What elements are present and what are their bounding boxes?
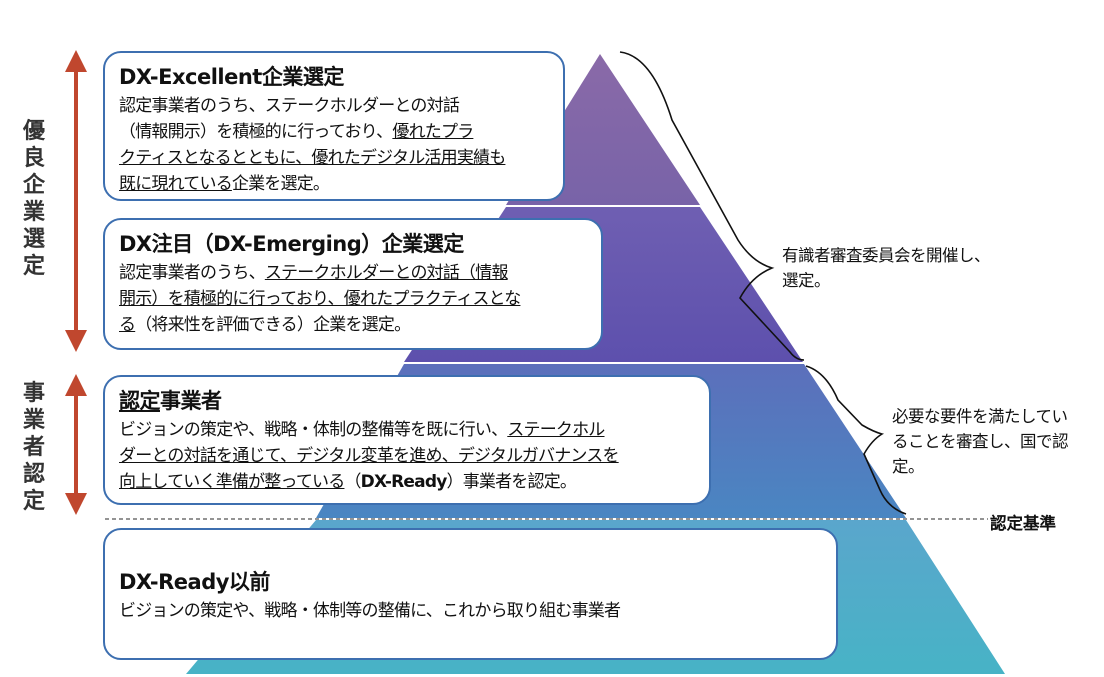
text-segment: （ (344, 472, 361, 492)
text-segment: る (119, 315, 136, 335)
description-line: 既に現れている企業を選定。 (119, 171, 549, 197)
text-segment: ）事業者を認定。 (446, 472, 577, 492)
text-segment: （情報開示）を積極的に行っており、 (119, 122, 393, 142)
text-segment: DX-Ready (360, 472, 448, 492)
box-title: 認定事業者 (119, 385, 695, 415)
threshold-label: 認定基準 (990, 514, 1056, 533)
brace-upper (619, 51, 805, 361)
box-dx-emerging: DX注目（DX-Emerging）企業選定 認定事業者のうち、ステークホルダーと… (103, 218, 603, 350)
description-line: ビジョンの策定や、戦略・体制等の整備に、これから取り組む事業者 (119, 598, 822, 624)
side-note-line: ることを審査し、国で認 (892, 432, 1069, 451)
side-note-upper: 有識者審査委員会を開催し、 選定。 (782, 243, 991, 293)
box-title: DX-Excellent企業選定 (119, 65, 344, 89)
text-segment: ステークホル (507, 420, 605, 440)
text-segment: 向上していく準備が整っている (119, 472, 345, 492)
text-segment: ビジョンの策定や、戦略・体制の整備等を既に行い、 (119, 420, 508, 440)
box-description: ビジョンの策定や、戦略・体制の整備等を既に行い、ステークホルダーとの対話を通じて… (119, 417, 695, 495)
text-segment: 既に現れている (119, 174, 233, 194)
text-segment: 認定 (119, 389, 161, 413)
brace-lower (805, 365, 907, 515)
description-line: 認定事業者のうち、ステークホルダーとの対話 (119, 93, 549, 119)
side-note-line: 有識者審査委員会を開催し、 (782, 246, 991, 265)
side-note-line: 選定。 (782, 271, 831, 290)
text-segment: ビジョンの策定や、戦略・体制等の整備に、これから取り組む事業者 (119, 601, 621, 621)
box-description: 認定事業者のうち、ステークホルダーとの対話（情報開示）を積極的に行っており、優れ… (119, 260, 587, 338)
description-line: ビジョンの策定や、戦略・体制の整備等を既に行い、ステークホル (119, 417, 695, 443)
text-segment: 事業者 (160, 389, 222, 413)
text-segment: ステークホルダーとの対話（情報 (264, 263, 509, 283)
box-description: 認定事業者のうち、ステークホルダーとの対話 （情報開示）を積極的に行っており、優れ… (119, 93, 549, 197)
box-title: DX-Ready以前 (119, 570, 270, 594)
text-segment: 開示）を積極的に行っており、優れたプラクティスとな (119, 289, 521, 309)
description-line: クティスとなるとともに、優れたデジタル活用実績も (119, 145, 549, 171)
box-dx-excellent: DX-Excellent企業選定 認定事業者のうち、ステークホルダーとの対話 （情… (103, 51, 565, 201)
arrow-top (65, 50, 87, 352)
text-segment: 認定事業者のうち、ステークホルダーとの対話 (119, 96, 460, 116)
label-excellent-selection: 優良企業選定 (22, 119, 45, 279)
description-line: （情報開示）を積極的に行っており、優れたプラ (119, 119, 549, 145)
description-line: ダーとの対話を通じて、デジタル変革を進め、デジタルガバナンスを (119, 443, 695, 469)
box-dx-ready-before: DX-Ready以前 ビジョンの策定や、戦略・体制等の整備に、これから取り組む事… (103, 528, 838, 660)
side-note-lower: 必要な要件を満たしてい ることを審査し、国で認 定。 (892, 404, 1069, 479)
text-segment: 優れたプラ (392, 122, 474, 142)
text-segment: ダーとの対話を通じて、デジタル変革を進め、デジタルガバナンスを (119, 446, 619, 466)
description-line: 開示）を積極的に行っており、優れたプラクティスとな (119, 286, 587, 312)
box-title: DX注目（DX-Emerging）企業選定 (119, 232, 464, 256)
description-line: る（将来性を評価できる）企業を選定。 (119, 312, 587, 338)
side-note-line: 必要な要件を満たしてい (892, 407, 1068, 426)
label-business-certification: 事業者認定 (22, 381, 45, 514)
text-segment: 企業を選定。 (231, 174, 330, 194)
arrow-bottom (65, 374, 87, 515)
text-segment: （将来性を評価できる）企業を選定。 (135, 315, 411, 335)
box-description: ビジョンの策定や、戦略・体制等の整備に、これから取り組む事業者 (119, 598, 822, 624)
text-segment: 認定事業者のうち、 (119, 263, 266, 283)
text-segment: クティスとなるとともに、優れたデジタル活用実績も (119, 148, 506, 168)
box-certified-business: 認定事業者 ビジョンの策定や、戦略・体制の整備等を既に行い、ステークホルダーとの… (103, 375, 711, 505)
side-note-line: 定。 (892, 457, 925, 476)
description-line: 向上していく準備が整っている（DX-Ready）事業者を認定。 (119, 469, 695, 495)
description-line: 認定事業者のうち、ステークホルダーとの対話（情報 (119, 260, 587, 286)
